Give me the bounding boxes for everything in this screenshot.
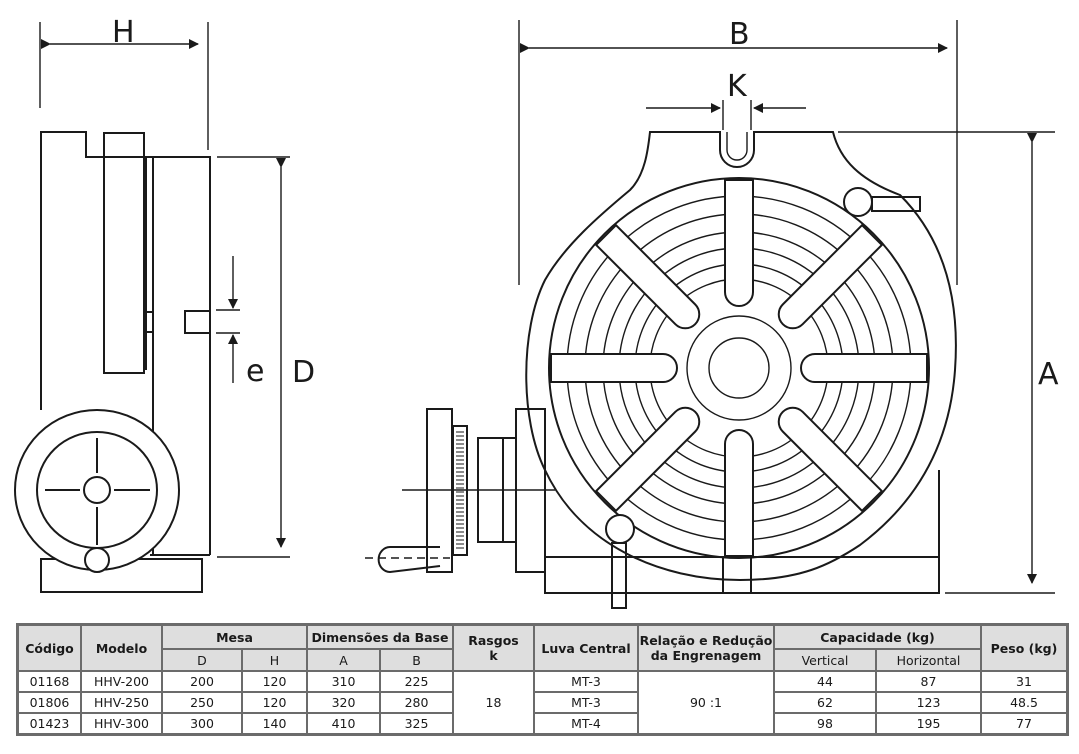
front-base xyxy=(544,556,940,594)
side-column xyxy=(103,132,145,374)
cell-luva: MT-3 xyxy=(533,691,639,714)
header-base-a: A xyxy=(306,648,381,672)
side-hub xyxy=(83,476,111,504)
cell-luva: MT-3 xyxy=(533,670,639,693)
t-slots xyxy=(550,179,928,557)
cell-h: 120 xyxy=(241,691,308,714)
lock-lever-handle xyxy=(611,542,627,609)
header-cap-vertical: Vertical xyxy=(773,648,877,672)
cell-a: 410 xyxy=(306,712,381,736)
lock-lever-top xyxy=(843,187,873,217)
header-modelo: Modelo xyxy=(80,623,163,672)
t-slot xyxy=(777,223,884,330)
t-slot xyxy=(724,429,754,557)
cell-peso: 48.5 xyxy=(980,691,1069,714)
side-keyway xyxy=(184,310,211,334)
cell-d: 300 xyxy=(161,712,243,736)
cell-codigo: 01168 xyxy=(16,670,82,693)
side-handwheel xyxy=(14,409,180,571)
front-view: B K A xyxy=(365,17,1059,609)
t-slot xyxy=(724,179,754,307)
dial-graduations xyxy=(456,431,464,549)
side-body-outline xyxy=(40,131,211,555)
cell-peso: 31 xyxy=(980,670,1069,693)
table-row: 01806 HHV-250 250 120 320 280 MT-3 62 12… xyxy=(16,691,1069,714)
header-capacidade: Capacidade (kg) xyxy=(773,623,982,650)
header-luva: Luva Central xyxy=(533,623,639,672)
h-label: H xyxy=(112,15,135,50)
t-slot xyxy=(594,406,701,513)
header-rasgos-line1: Rasgos xyxy=(468,633,519,648)
side-knob xyxy=(84,547,110,573)
cell-a: 310 xyxy=(306,670,381,693)
cell-modelo: HHV-300 xyxy=(80,712,163,736)
side-view: H e D xyxy=(14,15,315,593)
cell-peso: 77 xyxy=(980,712,1069,736)
header-mesa: Mesa xyxy=(161,623,308,650)
crank-handle xyxy=(377,546,441,574)
cell-vertical: 98 xyxy=(773,712,877,736)
header-rasgos-line2: k xyxy=(489,648,498,663)
cell-h: 140 xyxy=(241,712,308,736)
header-relacao-line1: Relação e Redução xyxy=(639,633,773,648)
lock-lever-handle xyxy=(871,196,921,212)
cell-vertical: 44 xyxy=(773,670,877,693)
cell-h: 120 xyxy=(241,670,308,693)
cell-codigo: 01806 xyxy=(16,691,82,714)
table-row: 01423 HHV-300 300 140 410 325 MT-4 98 19… xyxy=(16,712,1069,736)
cell-horizontal: 87 xyxy=(875,670,982,693)
header-codigo: Código xyxy=(16,623,82,672)
cell-modelo: HHV-200 xyxy=(80,670,163,693)
cell-d: 200 xyxy=(161,670,243,693)
housing-body xyxy=(525,131,957,582)
cell-vertical: 62 xyxy=(773,691,877,714)
cell-horizontal: 195 xyxy=(875,712,982,736)
cell-horizontal: 123 xyxy=(875,691,982,714)
header-base: Dimensões da Base xyxy=(306,623,454,650)
cell-modelo: HHV-250 xyxy=(80,691,163,714)
table-ring xyxy=(708,337,770,399)
cell-relacao: 90 :1 xyxy=(637,670,775,736)
k-slot-inner xyxy=(726,132,748,161)
side-slot xyxy=(145,311,154,333)
lock-lever-bottom xyxy=(605,514,635,544)
a-label: A xyxy=(1038,357,1059,392)
d-label: D xyxy=(292,355,315,390)
t-slot xyxy=(550,353,678,383)
b-label: B xyxy=(729,17,750,52)
specifications-table: Código Modelo Mesa Dimensões da Base Ras… xyxy=(16,623,1069,736)
t-slot xyxy=(800,353,928,383)
cell-codigo: 01423 xyxy=(16,712,82,736)
cell-b: 280 xyxy=(379,691,454,714)
cell-a: 320 xyxy=(306,691,381,714)
cell-b: 325 xyxy=(379,712,454,736)
e-label: e xyxy=(246,354,264,389)
header-relacao-line2: da Engrenagem xyxy=(650,648,762,663)
t-slot xyxy=(594,223,701,330)
table-outer-ring xyxy=(548,177,930,559)
table-row: 01168 HHV-200 200 120 310 225 18 MT-3 90… xyxy=(16,670,1069,736)
header-mesa-h: H xyxy=(241,648,308,672)
k-label: K xyxy=(727,69,748,104)
technical-drawing: H e D B xyxy=(14,15,1059,609)
t-slot xyxy=(777,406,884,513)
cell-luva: MT-4 xyxy=(533,712,639,736)
header-peso: Peso (kg) xyxy=(980,623,1069,672)
header-base-b: B xyxy=(379,648,454,672)
table-ring xyxy=(686,315,792,421)
cell-rasgos: 18 xyxy=(452,670,535,736)
cell-b: 225 xyxy=(379,670,454,693)
header-mesa-d: D xyxy=(161,648,243,672)
header-cap-horizontal: Horizontal xyxy=(875,648,982,672)
cell-d: 250 xyxy=(161,691,243,714)
